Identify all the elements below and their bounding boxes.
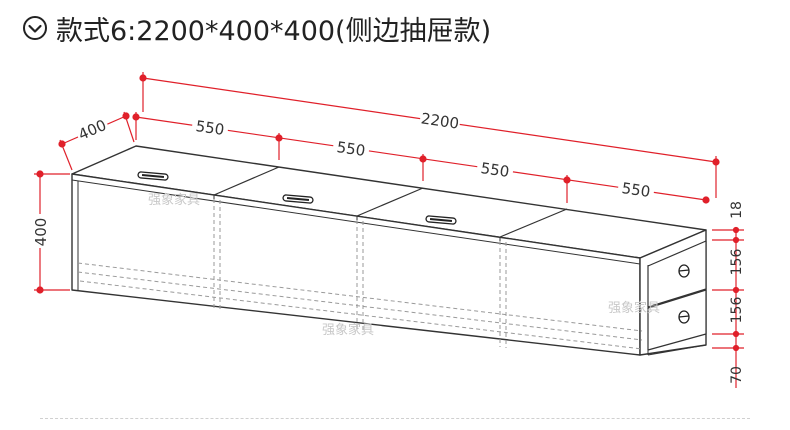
chevron-down-circle-icon: [23, 16, 47, 40]
page-title: 款式6:2200*400*400(侧边抽屉款): [56, 15, 492, 47]
label-total-length: 2200: [420, 109, 460, 132]
label-section-2: 550: [336, 138, 367, 160]
watermark: 强象家具: [608, 300, 660, 316]
label-side-18: 18: [729, 201, 745, 219]
label-side-156-bottom: 156: [729, 297, 745, 324]
label-section-1: 550: [195, 117, 226, 139]
cabinet-outline: [71, 145, 707, 356]
label-section-4: 550: [621, 179, 652, 201]
hidden-lines: [77, 199, 643, 350]
label-side-156-top: 156: [729, 249, 745, 276]
divider: [40, 418, 750, 419]
title-row: 款式6:2200*400*400(侧边抽屉款): [22, 8, 491, 48]
label-side-70: 70: [729, 366, 745, 384]
watermark: 强象家具: [322, 322, 374, 338]
label-section-3: 550: [480, 159, 511, 181]
watermark: 强象家具: [148, 192, 200, 208]
label-height: 400: [32, 218, 50, 247]
